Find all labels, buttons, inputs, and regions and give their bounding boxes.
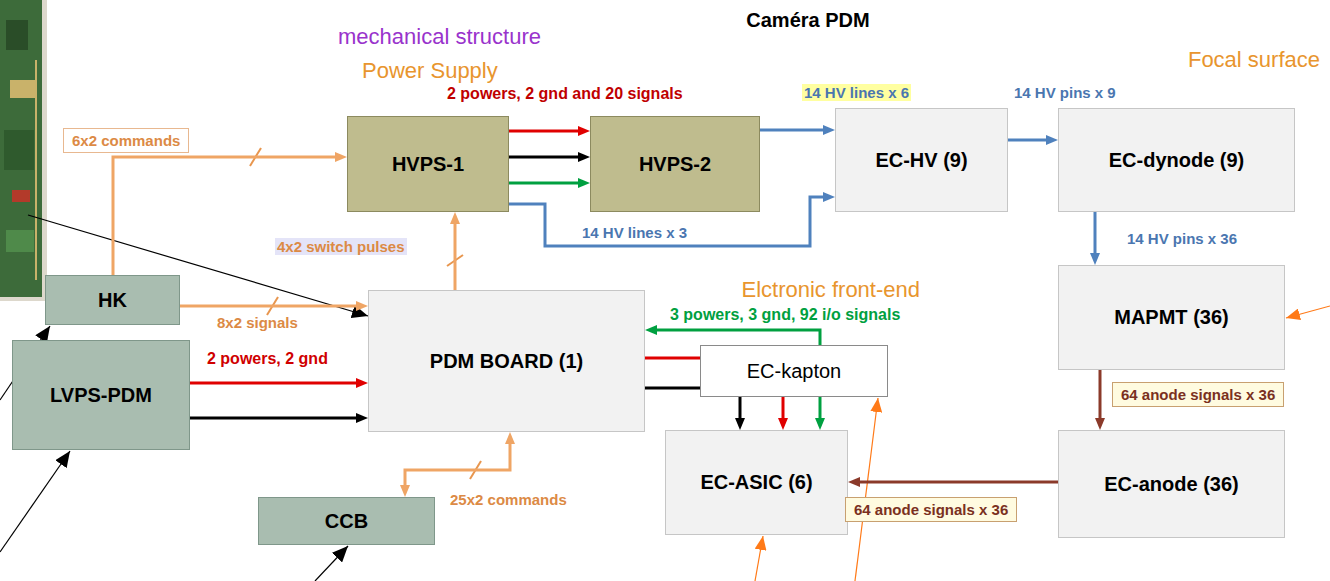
label-holder: 14 HV pins x 36 xyxy=(1125,230,1239,248)
signal-label: 6x2 commands xyxy=(63,128,189,153)
label-holder: 64 anode signals x 36 xyxy=(845,497,1017,522)
region-heading: Elctronic front-end xyxy=(741,277,920,302)
connector xyxy=(645,387,700,390)
leader-line xyxy=(0,451,70,552)
process-box: EC-ASIC (6) xyxy=(665,430,848,535)
connector xyxy=(653,330,820,345)
heading-holder: mechanical structure xyxy=(338,24,541,50)
photo-inset xyxy=(0,0,47,301)
box-label: CCB xyxy=(325,510,368,533)
leader-line xyxy=(1286,306,1330,318)
signal-label: 64 anode signals x 36 xyxy=(845,497,1017,522)
chip xyxy=(6,20,28,50)
connector xyxy=(190,382,360,385)
label-holder: 3 powers, 3 gnd, 92 i/o signals xyxy=(668,306,902,324)
box-label: EC-HV (9) xyxy=(875,149,967,172)
label-holder: 2 powers, 2 gnd and 20 signals xyxy=(445,85,685,103)
region-shape xyxy=(333,275,1030,555)
signal-label: 14 HV pins x 9 xyxy=(1012,84,1118,101)
label-holder: 6x2 commands xyxy=(63,128,189,153)
box-label: EC-anode (36) xyxy=(1104,473,1238,496)
heading-holder: Caméra PDM xyxy=(746,9,869,32)
box-label: EC-ASIC (6) xyxy=(700,471,812,494)
connector xyxy=(1094,212,1097,257)
region-heading: mechanical structure xyxy=(338,24,541,49)
region-shape xyxy=(305,5,1330,581)
box-label: HK xyxy=(98,289,127,312)
label-holder: 64 anode signals x 36 xyxy=(1112,382,1284,407)
photo-frame xyxy=(0,0,47,301)
signal-label: 2 powers, 2 gnd xyxy=(205,350,330,368)
connector xyxy=(509,182,582,185)
heading-holder: Power Supply xyxy=(362,58,498,84)
process-box: EC-anode (36) xyxy=(1058,430,1285,538)
box-label: HVPS-2 xyxy=(639,153,711,176)
connector xyxy=(454,220,457,290)
connector xyxy=(113,157,339,275)
wire xyxy=(12,190,30,202)
heading-holder: Elctronic front-end xyxy=(741,277,920,303)
chip xyxy=(4,130,34,170)
connector xyxy=(1008,139,1050,142)
signal-label: 14 HV lines x 3 xyxy=(580,224,689,241)
external-box: HK xyxy=(45,275,180,325)
signal-label: 3 powers, 3 gnd, 92 i/o signals xyxy=(668,306,902,324)
box-label: HVPS-1 xyxy=(392,153,464,176)
box-label: EC-kapton xyxy=(747,360,842,383)
signal-label: 64 anode signals x 36 xyxy=(1112,382,1284,407)
heading-holder: Focal surface xyxy=(1188,47,1320,73)
label-holder: 4x2 switch pulses xyxy=(275,238,407,256)
label-holder: 25x2 commands xyxy=(448,491,569,509)
process-box: EC-HV (9) xyxy=(835,108,1008,212)
leader-line xyxy=(315,546,348,581)
process-box: PDM BOARD (1) xyxy=(368,290,645,432)
leader-line xyxy=(755,536,763,581)
signal-label: 8x2 signals xyxy=(215,314,300,331)
box-label: LVPS-PDM xyxy=(50,384,152,407)
region-heading: Power Supply xyxy=(362,58,498,83)
connector xyxy=(180,305,360,308)
label-holder: 8x2 signals xyxy=(215,314,300,332)
connector xyxy=(10,80,36,98)
external-box: LVPS-PDM xyxy=(12,340,190,450)
connector xyxy=(405,440,510,489)
power-box: HVPS-1 xyxy=(347,116,509,212)
label-holder: 14 HV lines x 3 xyxy=(580,224,689,242)
process-box: EC-dynode (9) xyxy=(1058,108,1295,212)
power-box: HVPS-2 xyxy=(590,116,760,212)
signal-label: 2 powers, 2 gnd and 20 signals xyxy=(445,85,685,103)
process-box: MAPMT (36) xyxy=(1058,265,1285,370)
circuit-board xyxy=(0,0,42,297)
signal-label: 25x2 commands xyxy=(448,491,569,508)
connector xyxy=(760,129,827,132)
region-heading: Focal surface xyxy=(1188,47,1320,72)
connector xyxy=(782,397,785,422)
signal-label: 4x2 switch pulses xyxy=(275,238,407,255)
connector xyxy=(645,357,700,360)
region-shape xyxy=(333,55,783,242)
region-heading: Caméra PDM xyxy=(746,9,869,31)
connector xyxy=(509,156,582,159)
external-box: CCB xyxy=(258,497,435,545)
box-label: MAPMT (36) xyxy=(1114,306,1228,329)
signal-label: 14 HV pins x 36 xyxy=(1125,230,1239,247)
connector xyxy=(1099,370,1102,422)
box-label: EC-dynode (9) xyxy=(1109,149,1245,172)
label-holder: 14 HV pins x 9 xyxy=(1012,84,1118,102)
connector xyxy=(739,397,742,422)
chip xyxy=(6,230,34,252)
connector xyxy=(190,417,360,420)
label-holder: 2 powers, 2 gnd xyxy=(205,350,330,368)
leader-line xyxy=(855,398,878,581)
trace xyxy=(35,60,37,280)
connector xyxy=(509,130,582,133)
power-supply-region: Power SupplyHVPS-1 HVPS-2 xyxy=(333,55,783,242)
connector xyxy=(856,481,1058,484)
box-label: PDM BOARD (1) xyxy=(430,350,583,373)
signal-label: 14 HV lines x 6 xyxy=(802,84,911,101)
connector xyxy=(819,397,822,422)
connector-box: EC-kapton xyxy=(700,345,888,397)
label-holder: 14 HV lines x 6 xyxy=(802,84,911,102)
